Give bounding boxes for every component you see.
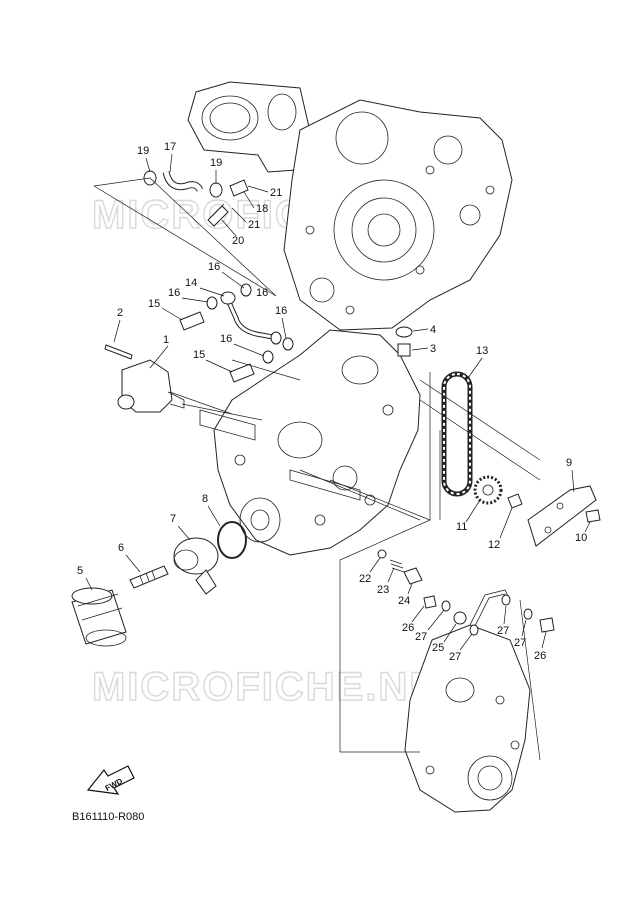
spring-23	[389, 559, 405, 573]
callout-26a: 26	[402, 622, 414, 634]
bolt-26-right	[539, 617, 555, 633]
callout-3: 3	[430, 343, 436, 355]
oil-pump	[117, 359, 185, 413]
washer-19-right	[209, 182, 223, 198]
oil-hose	[162, 171, 204, 192]
washer-27-c	[501, 594, 511, 606]
callouts: 1 2 3 4 5 6 7 8 9 10 11 12 13 14 15 15 1…	[77, 141, 591, 663]
callout-4: 4	[430, 324, 436, 336]
bolt-10	[585, 509, 601, 523]
callout-23: 23	[377, 584, 389, 596]
bolt-15-upper	[179, 311, 205, 331]
callout-13: 13	[476, 345, 488, 357]
callout-16e: 16	[256, 287, 268, 299]
callout-27d: 27	[514, 637, 526, 649]
callout-1: 1	[163, 334, 169, 346]
callout-27b: 27	[449, 651, 461, 663]
callout-24: 24	[398, 595, 410, 607]
washer-27-b	[469, 624, 479, 636]
pump-bolt	[104, 344, 133, 360]
callout-15a: 15	[148, 298, 160, 310]
fwd-arrow-icon: FWD	[86, 765, 135, 795]
callout-27c: 27	[497, 625, 509, 637]
washers-16	[206, 283, 294, 364]
diagram-code: B161110-R080	[72, 811, 144, 823]
o-ring-8	[217, 521, 247, 559]
assembly-lines	[93, 177, 541, 761]
callout-18: 18	[256, 203, 268, 215]
callout-21b: 21	[248, 219, 260, 231]
callout-22: 22	[359, 573, 371, 585]
callout-26b: 26	[534, 650, 546, 662]
filter-housing	[173, 537, 219, 595]
callout-9: 9	[566, 457, 572, 469]
sprocket	[473, 475, 503, 505]
bolt-26-left	[423, 595, 437, 609]
bolt-20	[207, 203, 229, 227]
callout-11: 11	[456, 521, 467, 533]
callout-8: 8	[202, 493, 208, 505]
callout-14: 14	[185, 277, 197, 289]
watermark-bottom: MICROFICHE.NET	[92, 665, 464, 709]
plug-24	[403, 567, 423, 585]
callout-15b: 15	[193, 349, 205, 361]
plug-3	[397, 343, 411, 357]
callout-16a: 16	[208, 261, 220, 273]
callout-6: 6	[118, 542, 124, 554]
fitting-18	[229, 179, 249, 197]
ball-22	[377, 549, 387, 559]
crankcase-cover	[404, 589, 531, 813]
oil-pipe	[220, 291, 282, 345]
callout-5: 5	[77, 565, 83, 577]
callout-19b: 19	[210, 157, 222, 169]
crankcase-left-half	[283, 99, 513, 331]
callout-16c: 16	[220, 333, 232, 345]
bolt-15-lower	[229, 363, 255, 383]
callout-10: 10	[575, 532, 587, 544]
callout-20: 20	[232, 235, 244, 247]
callout-27a: 27	[415, 631, 427, 643]
callout-21a: 21	[270, 187, 282, 199]
callout-7: 7	[170, 513, 176, 525]
nut-12	[507, 493, 523, 509]
callout-12: 12	[488, 539, 500, 551]
cam-chain	[441, 371, 473, 497]
filter-stud	[129, 565, 169, 589]
callout-19a: 19	[137, 145, 149, 157]
washer-27-d	[523, 608, 533, 620]
oil-filter	[71, 587, 127, 647]
union-bolt-25	[453, 611, 467, 625]
callout-17: 17	[164, 141, 176, 153]
callout-16d: 16	[275, 305, 287, 317]
callout-16b: 16	[168, 287, 180, 299]
washer-27-a	[441, 600, 451, 612]
callout-2: 2	[117, 307, 123, 319]
washer-4	[395, 326, 413, 338]
callout-25: 25	[432, 642, 444, 654]
cylinder-head-outline	[187, 81, 313, 173]
chain-guide	[527, 485, 597, 547]
